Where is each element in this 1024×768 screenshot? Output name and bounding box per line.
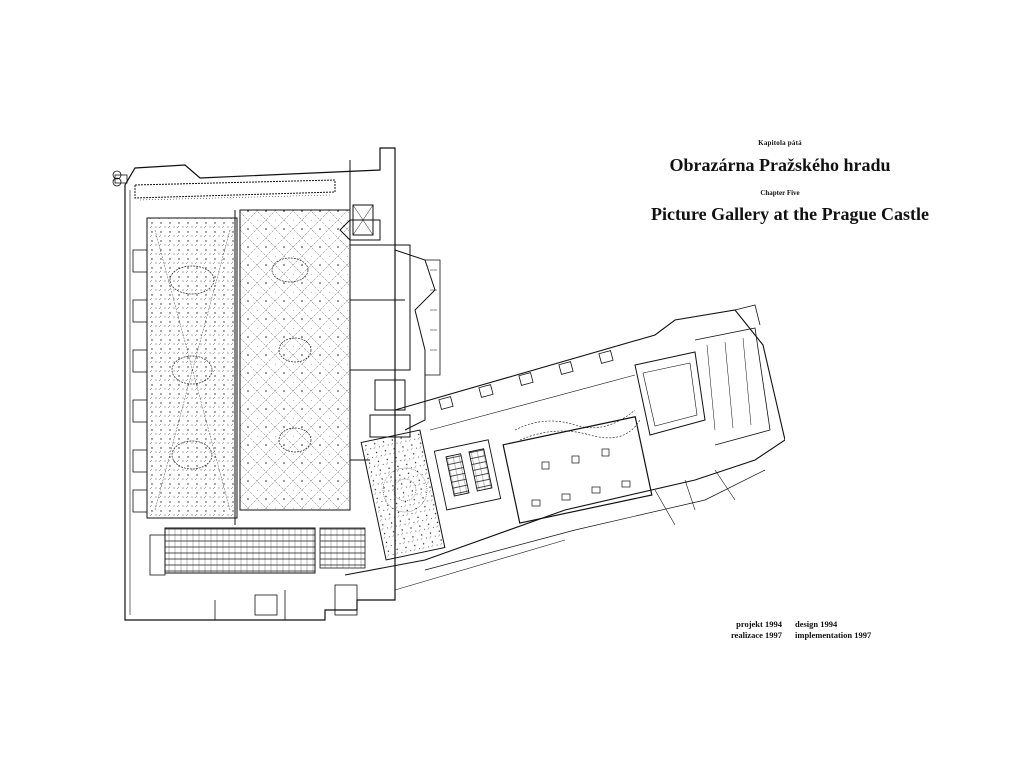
credit-implementation-cz: realizace 1997: [730, 630, 782, 640]
chapter-label-cz: Kapitola pátá: [758, 139, 802, 147]
credits-en: design 1994 implementation 1997: [795, 619, 915, 641]
credit-design-cz: projekt 1994: [736, 619, 782, 629]
title-cz: Obrazárna Pražského hradu: [669, 155, 891, 175]
credit-implementation-en: implementation 1997: [795, 630, 872, 640]
credit-design-en: design 1994: [795, 619, 838, 629]
credits-cz: projekt 1994 realizace 1997: [700, 619, 782, 641]
floor-plan-drawing: [112, 147, 785, 621]
chapter-label-en: Chapter Five: [760, 189, 800, 197]
title-en: Picture Gallery at the Prague Castle: [650, 204, 930, 224]
